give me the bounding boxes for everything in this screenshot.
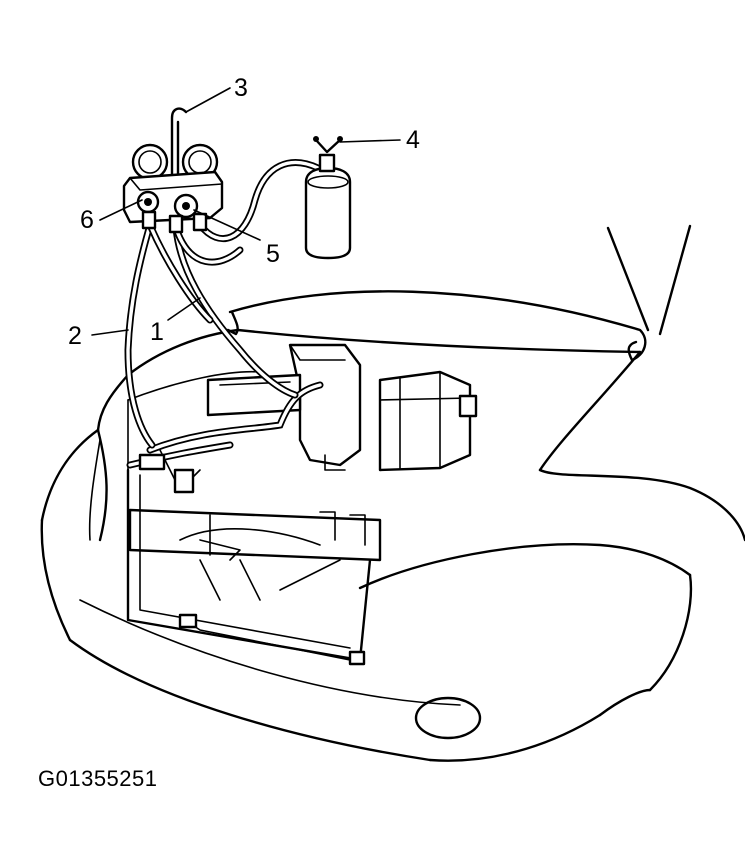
service-hoses — [124, 159, 322, 449]
manifold-gauge-set — [122, 107, 224, 234]
callout-6: 6 — [80, 206, 94, 234]
callout-5: 5 — [266, 240, 280, 268]
engine-components — [126, 343, 478, 666]
car-front-body — [40, 224, 745, 762]
callout-labels: 1 2 3 4 5 6 — [68, 74, 420, 350]
callout-leaders — [91, 87, 401, 336]
callout-2: 2 — [68, 322, 82, 350]
refrigerant-can — [304, 136, 352, 260]
callout-1: 1 — [150, 318, 164, 346]
callout-3: 3 — [234, 74, 248, 102]
figure-id: G01355251 — [38, 766, 158, 791]
callout-4: 4 — [406, 126, 420, 154]
